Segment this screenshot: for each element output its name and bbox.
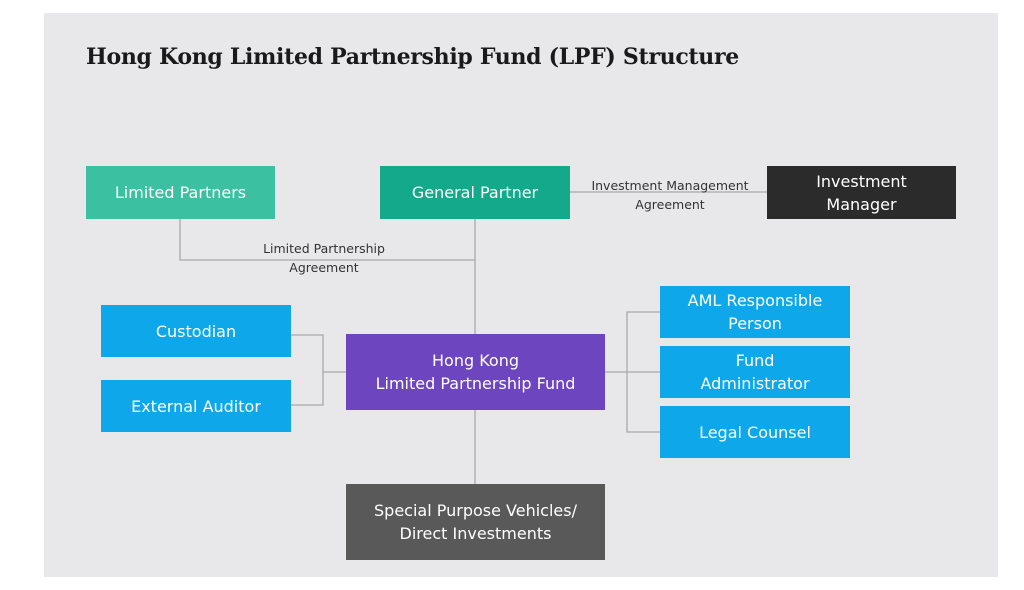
limited-partnership-agreement-label: Limited Partnership Agreement <box>244 239 404 277</box>
external-auditor-box: External Auditor <box>101 380 291 432</box>
lpa-label-2: Agreement <box>289 260 359 275</box>
general-partner-label: General Partner <box>411 183 539 202</box>
spv-label-2: Direct Investments <box>399 524 552 543</box>
fund-admin-label-1: Fund <box>735 351 775 370</box>
spv-label-1: Special Purpose Vehicles/ <box>374 501 577 520</box>
limited-partners-box: Limited Partners <box>86 166 275 219</box>
connector-custodian <box>291 334 324 406</box>
connector-lp-trunk <box>179 219 475 261</box>
investment-manager-label-1: Investment <box>816 171 907 191</box>
investment-manager-label-2: Manager <box>826 194 897 214</box>
spv-box: Special Purpose Vehicles/ Direct Investm… <box>346 484 605 560</box>
fund-admin-label-2: Administrator <box>700 374 810 393</box>
external-auditor-label: External Auditor <box>131 396 261 416</box>
page-title: Hong Kong Limited Partnership Fund (LPF)… <box>86 44 739 70</box>
aml-responsible-person-box: AML Responsible Person <box>660 286 850 338</box>
lpf-box: Hong Kong Limited Partnership Fund <box>346 334 605 410</box>
legal-counsel-box: Legal Counsel <box>660 406 850 458</box>
general-partner-box: General Partner <box>380 166 570 219</box>
legal-counsel-label: Legal Counsel <box>699 422 811 442</box>
fund-administrator-box: Fund Administrator <box>660 346 850 398</box>
custodian-box: Custodian <box>101 305 291 357</box>
investment-management-agreement-label: Investment Management Agreement <box>574 176 766 214</box>
lpf-label-2: Limited Partnership Fund <box>375 374 576 393</box>
lpf-label-1: Hong Kong <box>432 351 519 370</box>
limited-partners-label: Limited Partners <box>114 183 247 202</box>
aml-label-2: Person <box>728 314 782 333</box>
ima-label-2: Agreement <box>635 197 705 212</box>
aml-label-1: AML Responsible <box>687 291 823 310</box>
custodian-label: Custodian <box>155 321 237 341</box>
lpa-label-1: Limited Partnership <box>263 241 385 256</box>
ima-label-1: Investment Management <box>591 178 749 193</box>
investment-manager-box: Investment Manager <box>767 166 956 219</box>
